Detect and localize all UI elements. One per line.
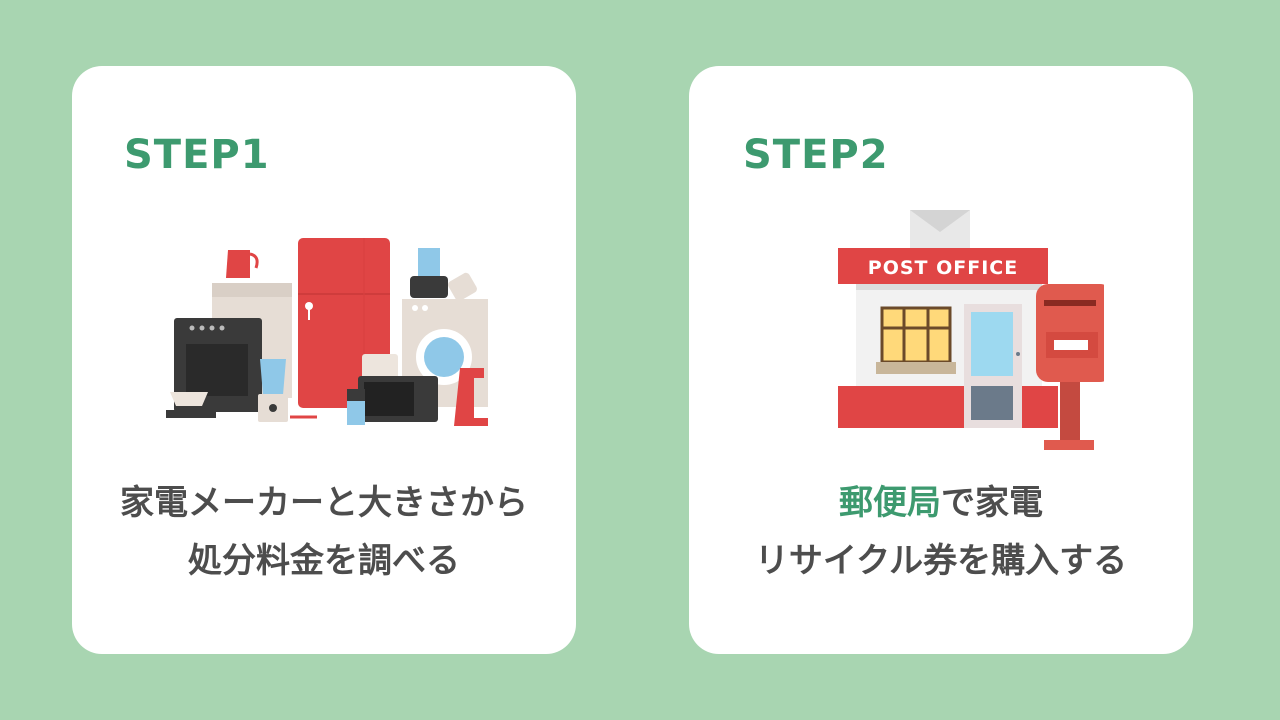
step1-caption-line1: 家電メーカーと大きさから bbox=[120, 483, 528, 523]
post-office-sign: POST OFFICE bbox=[868, 257, 1018, 279]
step1-caption: 家電メーカーと大きさから 処分料金を調べる bbox=[72, 474, 576, 590]
step1-caption-line2: 処分料金を調べる bbox=[188, 541, 460, 581]
step1-label: STEP1 bbox=[124, 132, 270, 178]
step2-caption-line2: リサイクル券を購入する bbox=[754, 541, 1128, 581]
step2-caption: 郵便局で家電 リサイクル券を購入する bbox=[689, 474, 1193, 590]
step2-caption-line1: 郵便局で家電 bbox=[689, 474, 1193, 532]
step2-label: STEP2 bbox=[743, 132, 889, 178]
post-office-highlight: 郵便局 bbox=[839, 483, 941, 523]
step1-card: STEP1 bbox=[72, 66, 576, 654]
step2-caption-line1-rest: で家電 bbox=[941, 483, 1043, 523]
step2-card: STEP2 POST OFFICE 郵便局で家電 リサイクル券を購入する bbox=[689, 66, 1193, 654]
post-office-icon: POST OFFICE bbox=[838, 210, 1104, 450]
home-appliances-icon bbox=[166, 238, 488, 426]
